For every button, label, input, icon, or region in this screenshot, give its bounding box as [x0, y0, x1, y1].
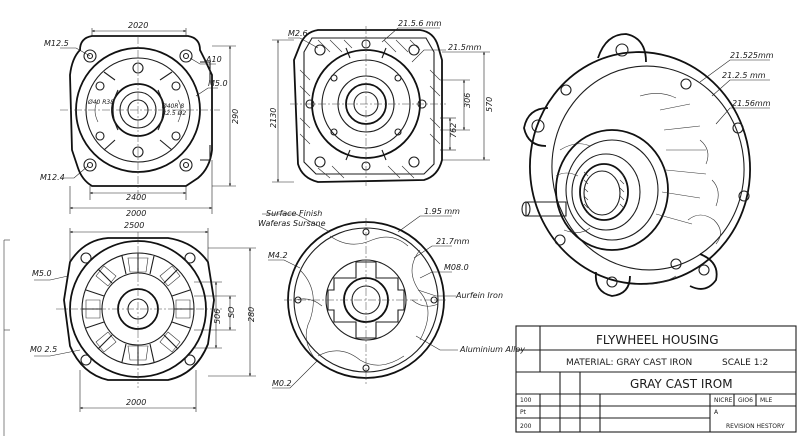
subtitle-text: GRAY CAST IROM	[630, 377, 733, 391]
label-m0-2: M0.2	[272, 379, 292, 388]
dim-2000b: 2000	[126, 398, 146, 407]
label-iso-21-56: 21.56mm	[732, 99, 771, 108]
view-section-bottom-left	[34, 228, 256, 412]
label-surface-finish: Surface Finish	[266, 209, 322, 218]
dim-306: 306	[463, 93, 472, 108]
view-isometric-right	[521, 33, 770, 297]
view-material-bottom-middle	[262, 213, 458, 389]
col-nicre: NICRE	[714, 397, 733, 404]
title-block	[515, 325, 797, 433]
view1-dim-labels: 2020 2400 2000 290 M12.5 A10 M5.0 M12.4 …	[40, 21, 240, 218]
label-aluminium: Aluminium Alloy	[459, 345, 525, 354]
row-100: 100	[520, 397, 532, 404]
dim-280: 280	[247, 307, 256, 322]
label-wafers: Waferas Sursane	[258, 219, 326, 228]
dim-2400: 2400	[126, 193, 146, 202]
dim-570: 570	[485, 97, 494, 112]
col-mle: MLE	[760, 397, 773, 404]
view2-dim-labels: 2130 570 306 762 M2.6 21.5.6 mm 21.5mm	[269, 19, 494, 138]
row-pt: Pt	[520, 409, 527, 416]
title-block-text: FLYWHEEL HOUSING MATERIAL: GRAY CAST IRO…	[520, 333, 785, 430]
view3-dim-labels: 2500 2000 280 SO 506 M5.0 M0 2.5	[30, 221, 256, 407]
revision-history: REVISION HESTORY	[726, 423, 785, 430]
label-aurfein: Aurfein Iron	[455, 291, 503, 300]
view4-labels: Surface Finish Waferas Sursane 1.95 mm 2…	[258, 207, 525, 388]
label-1-95: 1.95 mm	[424, 207, 460, 216]
view-front-top-left	[60, 28, 236, 214]
label-m08: M08.0	[444, 263, 469, 272]
label-m5-0-b: M5.0	[32, 269, 52, 278]
rev-letter: A	[714, 409, 719, 416]
drawing-title: FLYWHEEL HOUSING	[596, 333, 719, 347]
row-200: 200	[520, 423, 532, 430]
label-m0-25: M0 2.5	[30, 345, 57, 354]
dim-762: 762	[449, 123, 458, 138]
dim-2000: 2000	[126, 209, 146, 218]
dim-2130: 2130	[269, 108, 278, 128]
material-text: MATERIAL: GRAY CAST IRON	[566, 358, 692, 368]
label-m4-2: M4.2	[268, 251, 288, 260]
dim-2500: 2500	[124, 221, 144, 230]
label-m5-0: M5.0	[208, 79, 228, 88]
label-m12-4: M12.4	[40, 173, 65, 182]
label-note1: Ø40 R38	[87, 99, 114, 106]
dim-so: SO	[227, 307, 236, 318]
dim-506: 506	[213, 309, 222, 324]
label-iso-21-525: 21.525mm	[730, 51, 774, 60]
label-m2-6: M2.6	[288, 29, 308, 38]
view-rear-top-middle	[272, 26, 490, 186]
sheet-border	[3, 239, 10, 436]
label-21-5-6: 21.5.6 mm	[398, 19, 442, 28]
view5-labels: 21.525mm 21.2.5 mm 21.56mm	[722, 51, 774, 108]
label-m12-5: M12.5	[44, 39, 69, 48]
label-a10: A10	[205, 55, 222, 64]
label-21-5mm: 21.5mm	[448, 43, 482, 52]
dim-2020: 2020	[128, 21, 148, 30]
scale-text: SCALE 1:2	[722, 358, 768, 368]
label-iso-21-2-5: 21.2.5 mm	[722, 71, 766, 80]
col-gio6: GIO6	[738, 397, 753, 404]
dim-290: 290	[231, 109, 240, 124]
label-21-7: 21.7mm	[436, 237, 470, 246]
